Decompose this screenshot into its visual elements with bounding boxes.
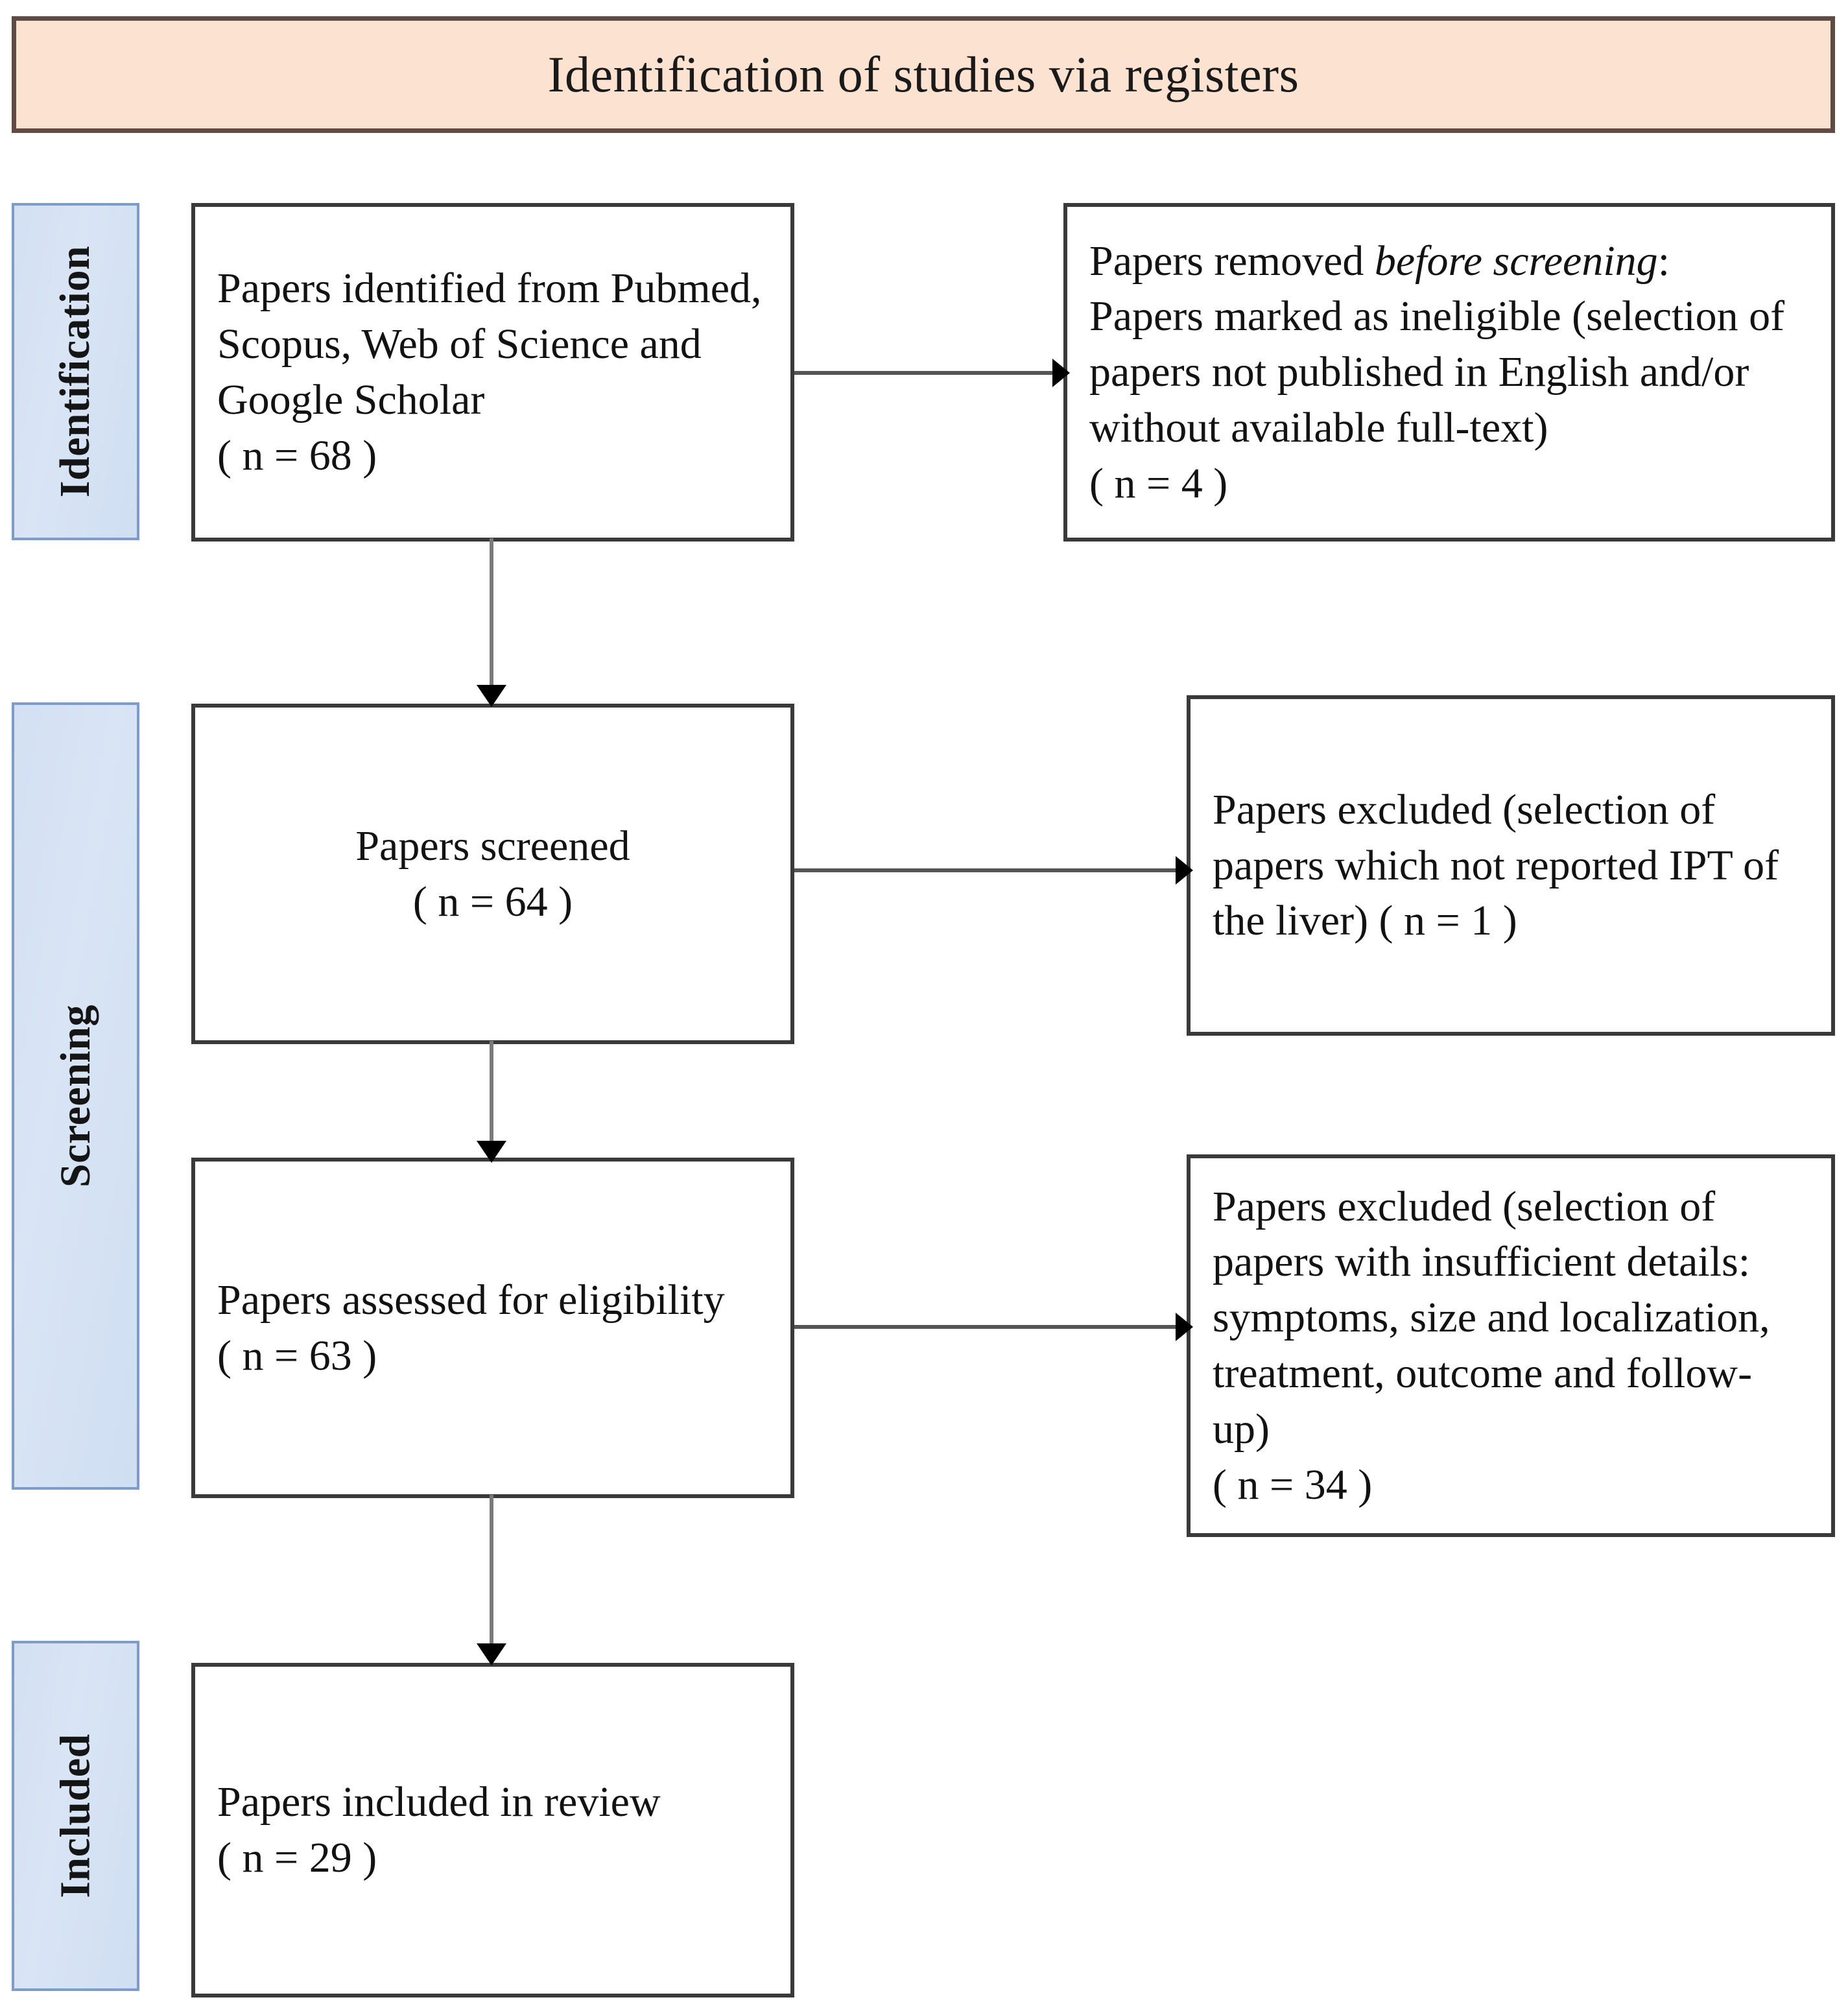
arrow-screened-to-excluded xyxy=(794,851,1193,890)
node-papers-removed-text: Papers removed before screening: Papers … xyxy=(1089,237,1785,507)
arrow-assessed-to-excluded xyxy=(794,1307,1193,1346)
arrow-screened-to-assessed xyxy=(472,1041,511,1164)
node-papers-removed: Papers removed before screening: Papers … xyxy=(1063,203,1835,542)
node-papers-identified-text: Papers identified from Pubmed, Scopus, W… xyxy=(217,265,762,479)
node-papers-assessed-text: Papers assessed for eligibility ( n = 63… xyxy=(217,1276,725,1379)
diagram-header-banner: Identification of studies via registers xyxy=(12,16,1835,133)
page-title: Identification of studies via registers xyxy=(547,46,1299,103)
stage-label-screening: Screening xyxy=(51,1005,99,1187)
node-papers-excluded-eligibility-count: ( n = 34 ) xyxy=(1213,1461,1373,1508)
node-papers-screened: Papers screened ( n = 64 ) xyxy=(191,704,794,1044)
node-papers-included-count: ( n = 29 ) xyxy=(217,1834,377,1881)
node-papers-included: Papers included in review ( n = 29 ) xyxy=(191,1663,794,1997)
node-papers-excluded-eligibility: Papers excluded (selection of papers wit… xyxy=(1187,1154,1835,1537)
node-papers-removed-count: ( n = 4 ) xyxy=(1089,459,1228,507)
node-papers-assessed-count: ( n = 63 ) xyxy=(217,1331,377,1379)
node-papers-screened-count: ( n = 64 ) xyxy=(412,877,573,925)
stage-bar-screening: Screening xyxy=(12,702,139,1490)
node-papers-excluded-eligibility-text: Papers excluded (selection of papers wit… xyxy=(1213,1182,1770,1508)
stage-label-included: Included xyxy=(51,1734,99,1898)
node-papers-included-text: Papers included in review ( n = 29 ) xyxy=(217,1778,661,1881)
node-papers-identified: Papers identified from Pubmed, Scopus, W… xyxy=(191,203,794,542)
arrow-identified-to-removed xyxy=(794,353,1070,392)
node-papers-excluded-screening: Papers excluded (selection of papers whi… xyxy=(1187,695,1835,1036)
node-papers-excluded-screening-text: Papers excluded (selection of papers whi… xyxy=(1213,785,1779,945)
node-papers-excluded-screening-count: the liver) ( n = 1 ) xyxy=(1213,897,1517,945)
node-papers-screened-text: Papers screened ( n = 64 ) xyxy=(355,822,630,925)
stage-label-identification: Identification xyxy=(51,245,99,498)
stage-bar-identification: Identification xyxy=(12,203,139,540)
node-papers-identified-count: ( n = 68 ) xyxy=(217,431,377,479)
arrow-assessed-to-included xyxy=(472,1495,511,1667)
node-papers-assessed: Papers assessed for eligibility ( n = 63… xyxy=(191,1158,794,1498)
arrow-identified-to-screened xyxy=(472,538,511,708)
stage-bar-included: Included xyxy=(12,1641,139,1991)
emphasis-before-screening: before screening xyxy=(1374,237,1658,285)
